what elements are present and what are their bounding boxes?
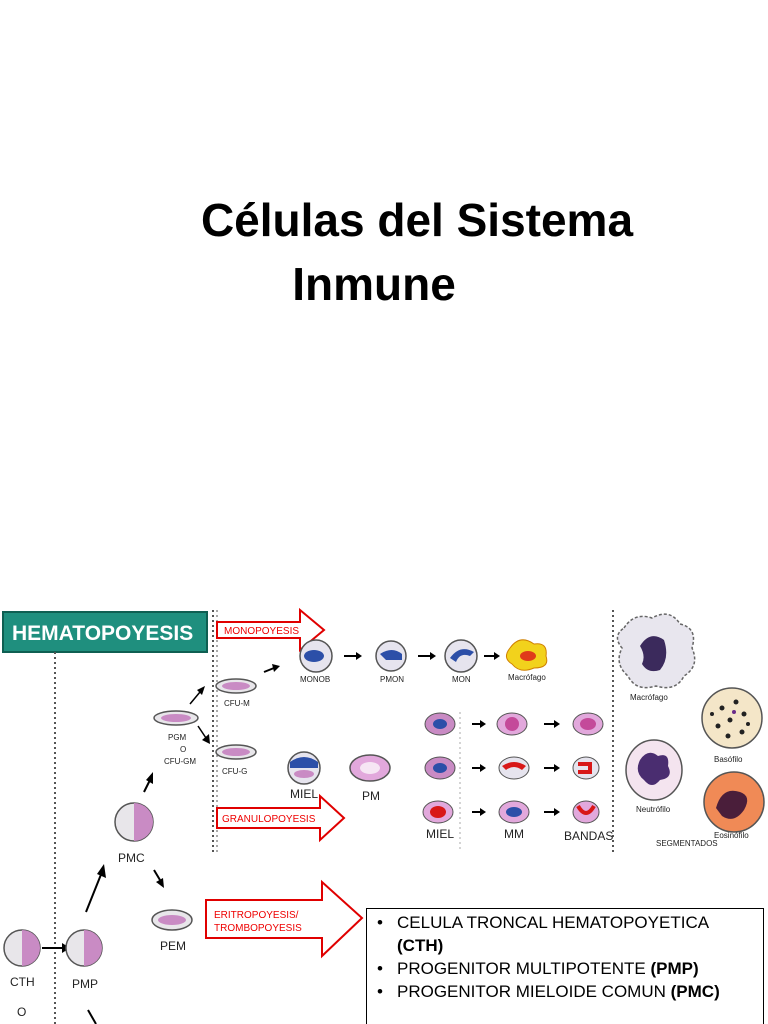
macrofago-label: Macrófago bbox=[630, 693, 668, 702]
pm-label: PM bbox=[362, 789, 380, 803]
miel-row-cell: MIEL bbox=[287, 751, 321, 801]
cfu-m-cell: CFU-M bbox=[215, 678, 257, 708]
miel-label: MIEL bbox=[426, 827, 454, 841]
mm-label: MM bbox=[504, 827, 524, 841]
cfu-g-label: CFU-G bbox=[222, 767, 247, 776]
mon-cell: MON bbox=[444, 639, 478, 684]
miel-row-label: MIEL bbox=[290, 787, 318, 801]
legend-item-pmp: PROGENITOR MULTIPOTENTE (PMP) bbox=[375, 957, 755, 980]
legend-item-pmc: PROGENITOR MIELOIDE COMUN (PMC) bbox=[375, 980, 755, 1003]
pmp-label: PMP bbox=[72, 977, 98, 991]
cth-o-label: O bbox=[17, 1005, 26, 1019]
granulopoyesis-label: GRANULOPOYESIS bbox=[222, 814, 316, 825]
legend-item-pmc-abbr: (PMC) bbox=[670, 982, 720, 1001]
slide-title: Células del Sistema Inmune bbox=[0, 188, 768, 316]
neutrofilo-label: Neutrófilo bbox=[636, 805, 671, 814]
pmc-label: PMC bbox=[118, 851, 145, 865]
eritropoyesis-arrow: ERITROPOYESIS/ TROMBOPOYESIS bbox=[205, 879, 364, 959]
legend-item-pmc-text: PROGENITOR MIELOIDE COMUN bbox=[397, 982, 666, 1001]
macrofago-small-cell: Macrófago bbox=[506, 639, 548, 682]
macrofago-large-cell: Macrófago bbox=[616, 613, 696, 702]
legend-item-cth-text: CELULA TRONCAL HEMATOPOYETICA bbox=[397, 913, 709, 932]
eosinofilo-label: Eosinófilo bbox=[714, 831, 749, 840]
pem-cell: PEM bbox=[151, 909, 193, 953]
segmentados-label: SEGMENTADOS bbox=[656, 839, 718, 848]
hematopoyesis-diagram: HEMATOPOYESIS MONOPOYESIS GRANULOPOYESIS… bbox=[0, 600, 768, 1024]
legend-item-pmp-abbr: (PMP) bbox=[650, 959, 699, 978]
arrow-pmp-pmc bbox=[85, 871, 103, 913]
header-label: HEMATOPOYESIS bbox=[12, 622, 193, 645]
cth-cell: CTH O bbox=[3, 929, 41, 1019]
pgm-cell: PGM O CFU-GM bbox=[153, 710, 199, 766]
cfu-gm-label: CFU-GM bbox=[164, 757, 196, 766]
monob-label: MONOB bbox=[300, 675, 330, 684]
legend-list: CELULA TRONCAL HEMATOPOYETICA (CTH) PROG… bbox=[375, 911, 755, 1003]
title-line-2: Inmune bbox=[292, 258, 456, 310]
title-line-1: Células del Sistema bbox=[200, 194, 634, 246]
legend-item-pmp-text: PROGENITOR MULTIPOTENTE bbox=[397, 959, 646, 978]
hematopoyesis-header: HEMATOPOYESIS bbox=[2, 611, 208, 653]
cth-label: CTH bbox=[10, 975, 35, 989]
neutrofilo-cell: Neutrófilo bbox=[625, 739, 683, 814]
monob-cell: MONOB bbox=[299, 639, 333, 684]
bandas-label: BANDAS bbox=[564, 829, 613, 843]
pmc-cell: PMC bbox=[114, 802, 154, 865]
granulocyte-grid bbox=[422, 712, 604, 824]
mon-label: MON bbox=[452, 675, 471, 684]
monopoyesis-label: MONOPOYESIS bbox=[224, 626, 299, 637]
legend-item-cth: CELULA TRONCAL HEMATOPOYETICA (CTH) bbox=[375, 911, 755, 957]
eritropoyesis-label-1: ERITROPOYESIS/ bbox=[214, 910, 299, 921]
eosinofilo-cell: Eosinófilo bbox=[703, 771, 765, 840]
granulopoyesis-arrow: GRANULOPOYESIS bbox=[216, 793, 346, 843]
basofilo-label: Basófilo bbox=[714, 755, 743, 764]
pgm-o-label: O bbox=[180, 745, 186, 754]
pmon-cell: PMON bbox=[375, 640, 407, 684]
basofilo-cell: Basófilo bbox=[701, 687, 763, 764]
macrofago-small-label: Macrófago bbox=[508, 673, 546, 682]
legend-box: CELULA TRONCAL HEMATOPOYETICA (CTH) PROG… bbox=[366, 908, 764, 1024]
pmon-label: PMON bbox=[380, 675, 404, 684]
eritropoyesis-label-2: TROMBOPOYESIS bbox=[214, 923, 302, 934]
cfu-g-cell: CFU-G bbox=[215, 744, 257, 776]
pmp-cell: PMP bbox=[65, 929, 103, 991]
legend-item-cth-abbr: (CTH) bbox=[397, 936, 444, 955]
pem-label: PEM bbox=[160, 939, 186, 953]
pm-cell: PM bbox=[349, 754, 391, 803]
pgm-label: PGM bbox=[168, 733, 187, 742]
cfu-m-label: CFU-M bbox=[224, 699, 250, 708]
